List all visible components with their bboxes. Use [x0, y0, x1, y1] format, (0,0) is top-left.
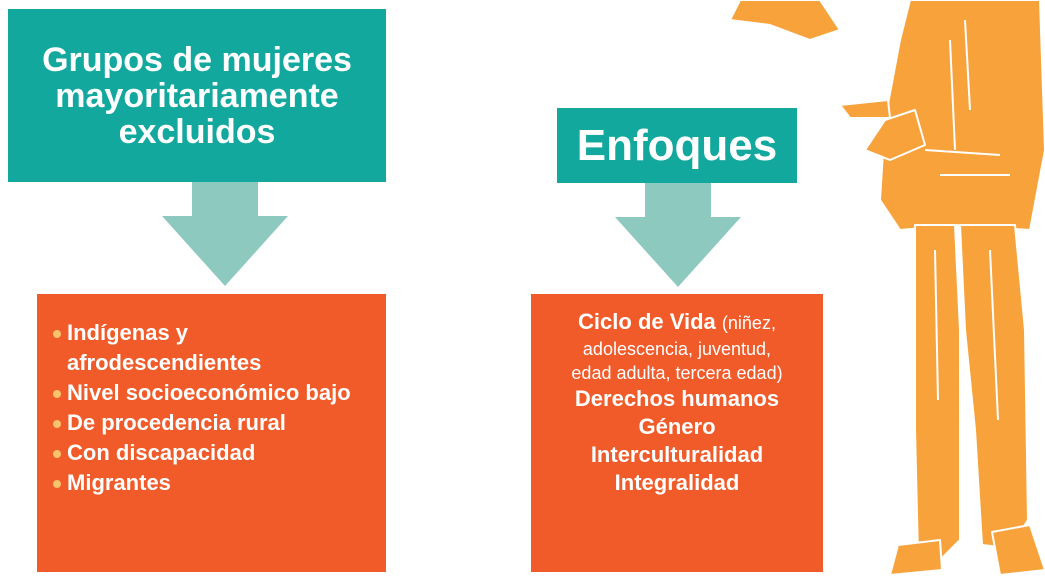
approach-life-cycle-detail: edad adulta, tercera edad)	[571, 363, 783, 383]
approach-item: Integralidad	[614, 470, 740, 495]
groups-list-box: Indígenas y afrodescendientes Nivel soci…	[37, 294, 386, 572]
approach-item: Derechos humanos	[574, 386, 780, 411]
list-item: De procedencia rural	[53, 408, 376, 438]
list-item: Con discapacidad	[53, 438, 376, 468]
groups-title-box: Grupos de mujeres mayoritariamente exclu…	[8, 9, 386, 182]
bullet-icon	[53, 330, 61, 338]
bullet-icon	[53, 450, 61, 458]
list-item: Migrantes	[53, 468, 376, 498]
bullet-icon	[53, 420, 61, 428]
approach-item: Interculturalidad	[590, 442, 764, 467]
bullet-icon	[53, 390, 61, 398]
down-arrow-left	[162, 182, 288, 286]
bullet-icon	[53, 480, 61, 488]
approach-life-cycle-detail: adolescencia, juventud,	[582, 339, 772, 359]
down-arrow-right	[615, 183, 741, 287]
approaches-title-box: Enfoques	[557, 108, 797, 183]
list-item: Nivel socioeconómico bajo	[53, 378, 376, 408]
groups-title: Grupos de mujeres mayoritariamente exclu…	[42, 40, 352, 151]
groups-list: Indígenas y afrodescendientes Nivel soci…	[53, 318, 376, 498]
list-item: Indígenas y afrodescendientes	[53, 318, 376, 378]
approach-item: Género	[638, 414, 716, 439]
pointing-man-illustration	[729, 0, 1045, 576]
approaches-box: Ciclo de Vida (niñez, adolescencia, juve…	[531, 294, 823, 572]
approach-life-cycle: Ciclo de Vida (niñez,	[578, 309, 776, 334]
approaches-title: Enfoques	[576, 120, 778, 170]
